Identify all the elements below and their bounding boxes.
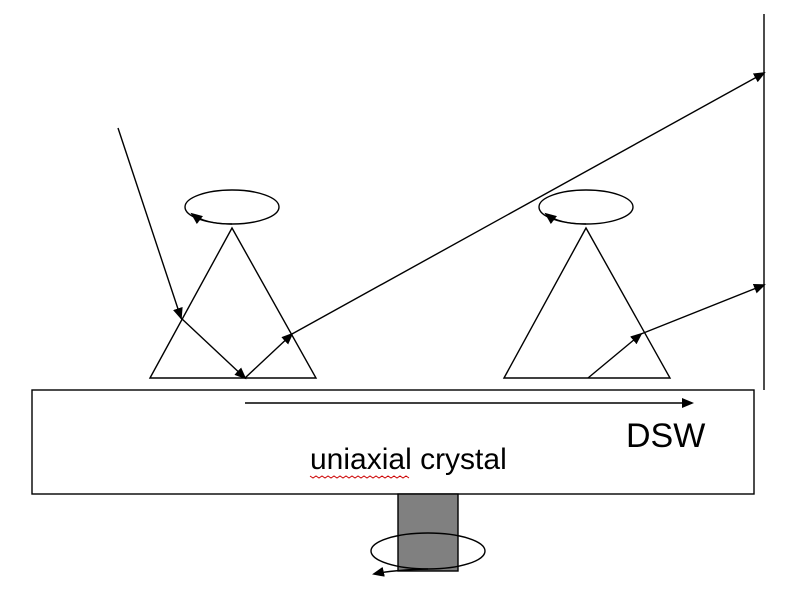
right-prism-beam [587, 332, 643, 379]
rod-rotation-arrow [372, 566, 429, 577]
uniaxial-crystal [31, 389, 755, 495]
exit-beam-long [291, 72, 766, 335]
right-prism [502, 226, 672, 379]
right-exit-beam [640, 284, 766, 335]
refracted-beam-down [180, 317, 247, 380]
crystal-label: uniaxial crystal [310, 443, 507, 476]
incident-beam [117, 127, 183, 320]
right-rotation-arrow [544, 212, 587, 225]
left-prism [148, 226, 318, 379]
spellcheck-underline [309, 475, 410, 479]
reflected-beam-up [244, 332, 294, 379]
wave-label: DSW [626, 417, 705, 455]
left-rotation-arrow [190, 212, 233, 225]
